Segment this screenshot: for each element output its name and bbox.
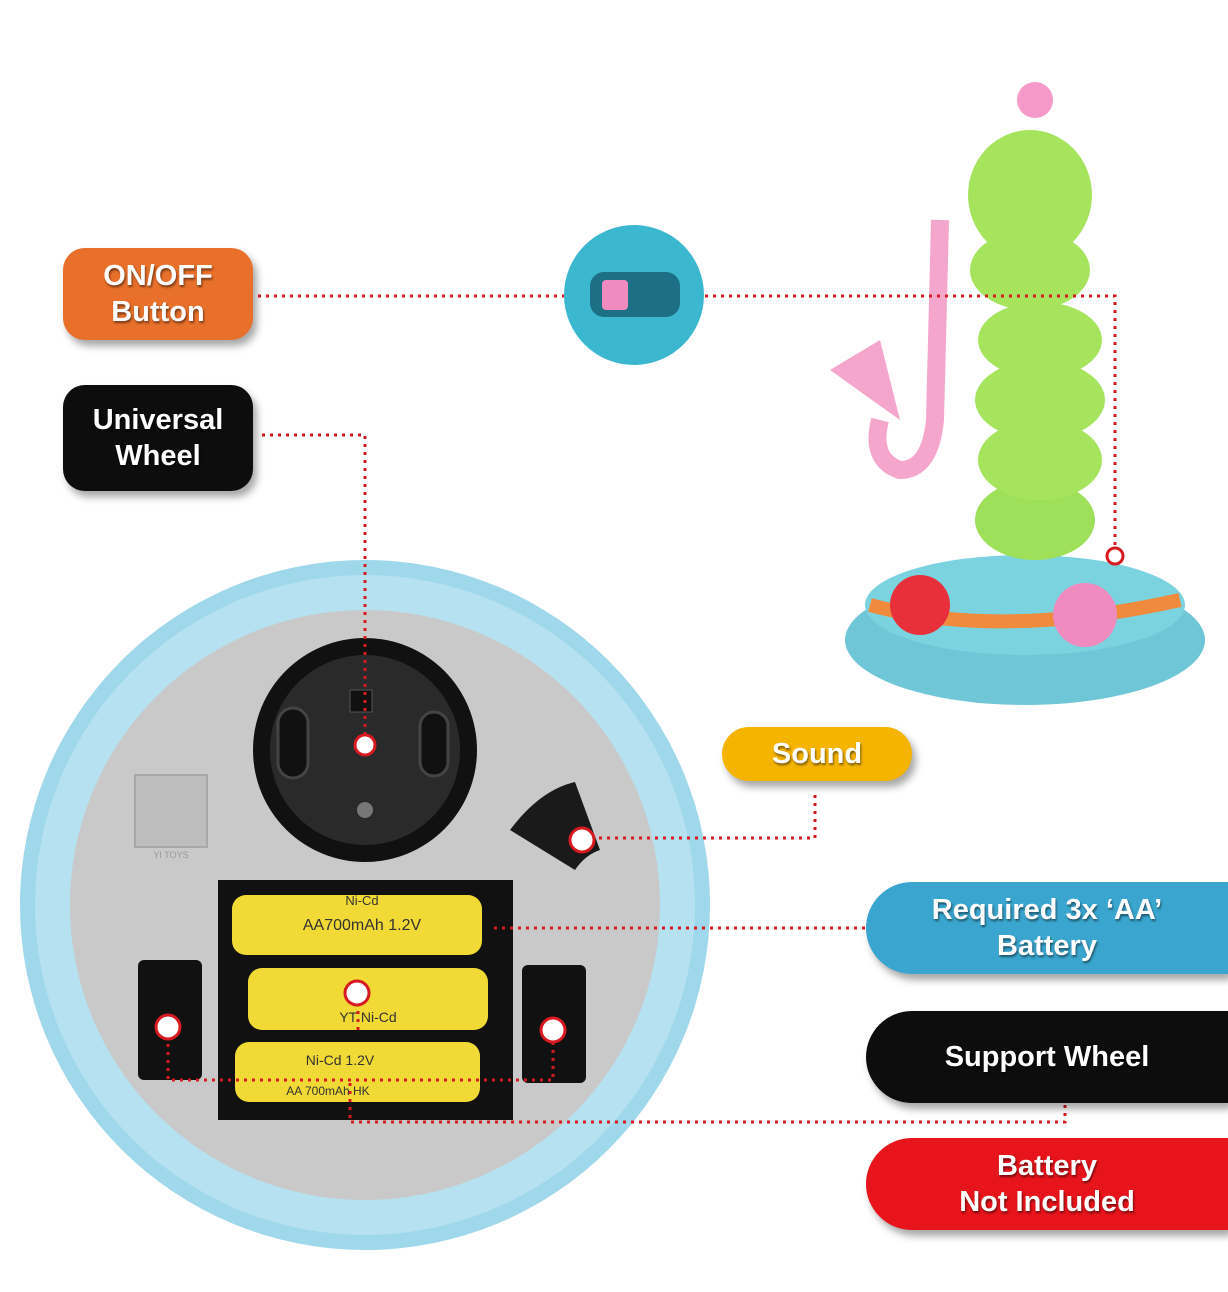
label-line: Sound xyxy=(771,738,863,770)
label-line: ON/OFF xyxy=(103,260,213,292)
battery-print: AA700mAh 1.2V xyxy=(303,917,422,934)
battery-print: AA 700mAh HK xyxy=(286,1084,369,1098)
sound-label: Sound xyxy=(722,727,912,781)
label-line: Universal xyxy=(92,404,224,436)
caterpillar-toy xyxy=(830,82,1205,705)
label-line: Wheel xyxy=(115,440,201,472)
label-line: Support Wheel xyxy=(944,1041,1150,1073)
battery-not-included-label: Battery Not Included xyxy=(866,1138,1228,1230)
yi-toys-logo: YI TOYS xyxy=(153,850,188,860)
label-line: Battery xyxy=(997,1150,1097,1182)
label-line: Battery xyxy=(997,930,1097,962)
label-line: Button xyxy=(111,296,205,328)
battery-print: YT Ni-Cd xyxy=(339,1009,396,1025)
label-line: Required 3x ‘AA’ xyxy=(931,894,1163,926)
on-off-button-label: ON/OFF Button xyxy=(63,248,253,340)
battery-print: Ni-Cd xyxy=(345,893,378,908)
battery-print: Ni-Cd 1.2V xyxy=(306,1052,375,1068)
support-wheel-label: Support Wheel xyxy=(866,1011,1228,1103)
battery-required-label: Required 3x ‘AA’ Battery xyxy=(866,882,1228,974)
callout-dots xyxy=(154,546,1125,1044)
toy-underside: YI TOYS Ni-Cd AA700mAh 1.2V YT Ni-Cd Ni-… xyxy=(20,560,710,1250)
leader-lines xyxy=(166,294,1117,1124)
switch-closeup xyxy=(564,225,704,365)
universal-wheel-label: Universal Wheel xyxy=(63,385,253,491)
label-line: Not Included xyxy=(959,1186,1135,1218)
